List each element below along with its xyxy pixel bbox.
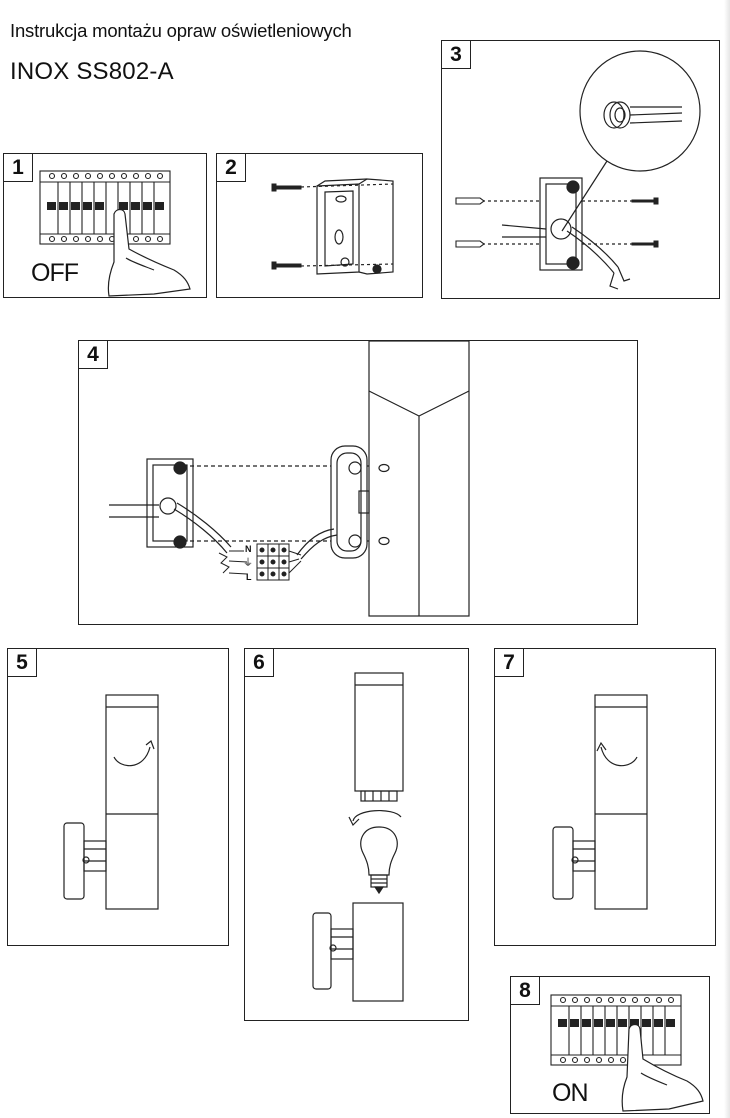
- step-5-number: 5: [7, 648, 37, 677]
- step-4-panel: 4: [78, 340, 638, 625]
- document-title: Instrukcja montażu opraw oświetleniowych: [10, 20, 352, 41]
- model-name: INOX SS802-A: [10, 58, 174, 85]
- step-3-panel: 3: [441, 40, 720, 299]
- off-label: OFF: [31, 259, 79, 287]
- step-3-number: 3: [441, 40, 471, 69]
- rotate-arrow-icon: [113, 746, 151, 767]
- step-8-panel: 8: [510, 976, 710, 1114]
- step-1-number: 1: [3, 153, 33, 182]
- terminal-block-icon: [218, 543, 302, 581]
- hand-icon: [621, 1023, 704, 1112]
- on-label: ON: [552, 1079, 588, 1107]
- wall-plug-icon: [455, 197, 485, 248]
- ground-symbol-icon: ⏚: [243, 557, 253, 569]
- step-7-number: 7: [494, 648, 524, 677]
- screw-icon: [631, 197, 659, 248]
- terminal-label-n: N: [245, 544, 252, 554]
- step-2-panel: 2: [216, 153, 423, 298]
- terminal-label-l: L: [246, 572, 252, 582]
- light-bulb-icon: [360, 826, 398, 895]
- page-edge-shadow: [724, 0, 730, 1118]
- wall-lamp-icon: [63, 694, 159, 910]
- step-4-number: 4: [78, 340, 108, 369]
- step-2-number: 2: [216, 153, 246, 182]
- hand-icon: [107, 208, 191, 297]
- mounting-box-icon: [271, 178, 394, 275]
- bulb-replacement-icon: [312, 672, 404, 1002]
- wall-lamp-icon: [552, 694, 648, 910]
- step-6-panel: 6: [244, 648, 469, 1021]
- cable-gland-icon: [455, 50, 701, 290]
- step-6-number: 6: [244, 648, 274, 677]
- step-8-number: 8: [510, 976, 540, 1005]
- breaker-panel-icon: [39, 170, 191, 297]
- screw-icon: [271, 183, 302, 270]
- rotate-arrow-icon: [352, 810, 402, 822]
- breaker-panel-icon: [550, 994, 704, 1112]
- wiring-diagram: N ⏚ L: [109, 341, 470, 617]
- step-5-panel: 5: [7, 648, 229, 946]
- rotate-arrow-icon: [600, 746, 638, 767]
- step-7-panel: 7: [494, 648, 716, 946]
- step-1-panel: 1: [3, 153, 207, 298]
